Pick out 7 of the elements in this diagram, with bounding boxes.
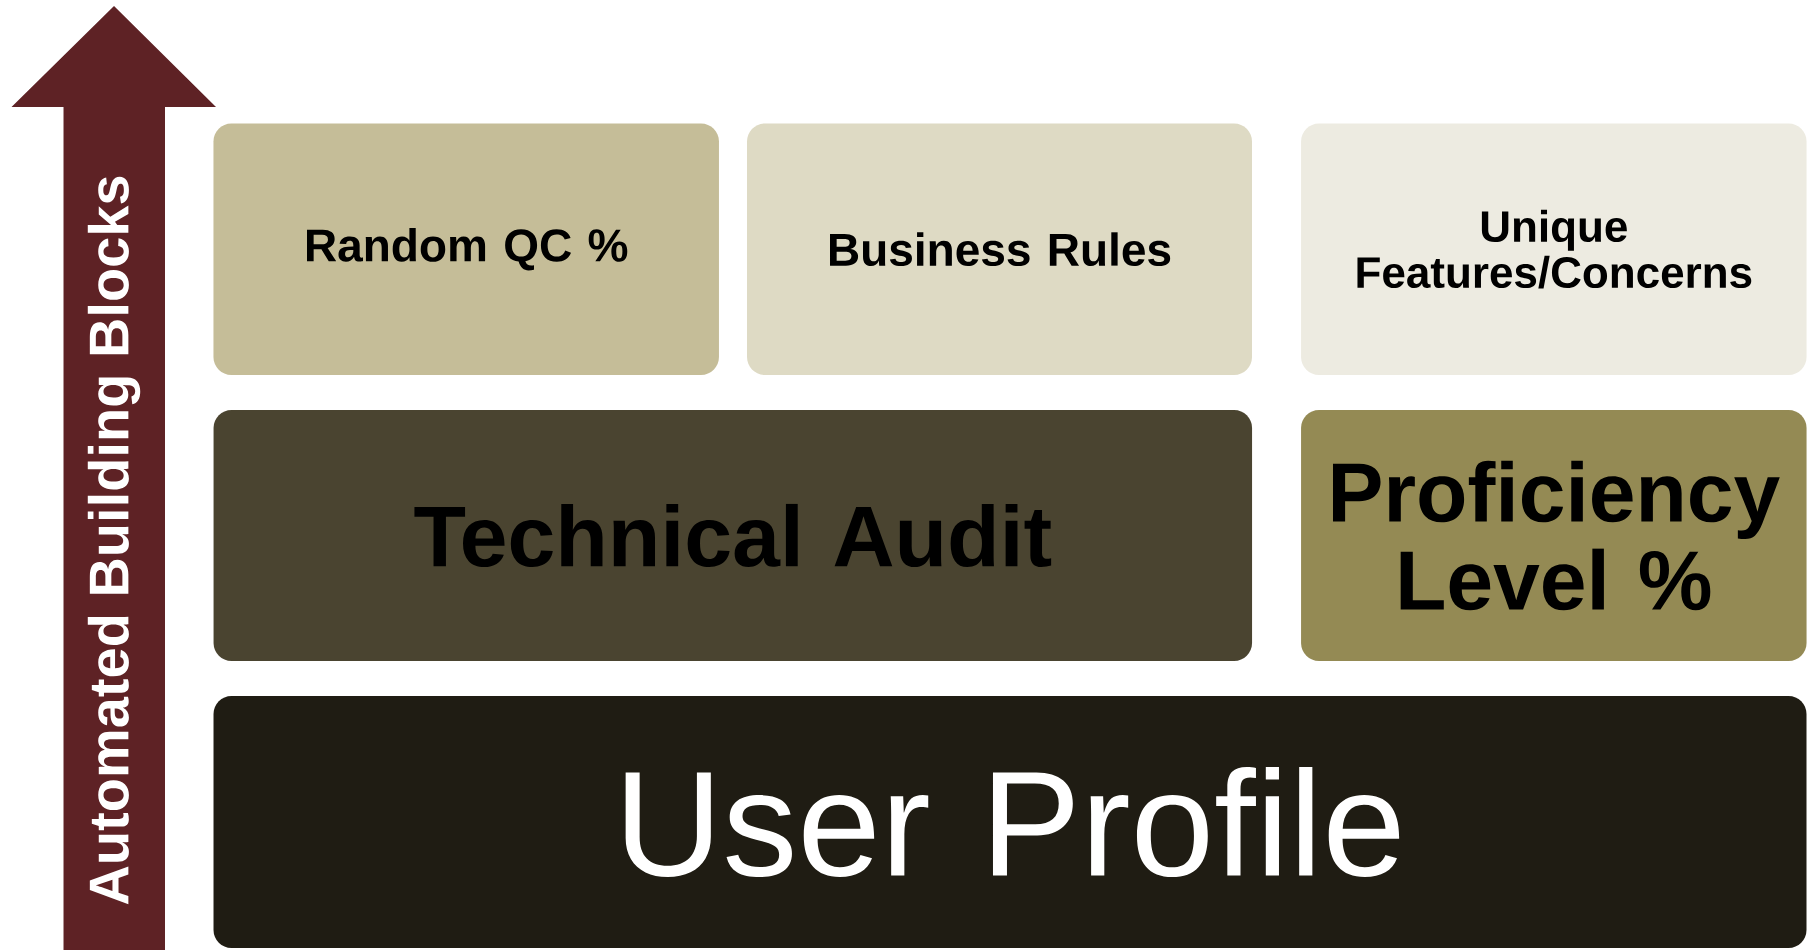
block-box: Unique Features/Concerns [1301,123,1807,375]
arrow-banner: Automated Building Blocks [11,6,216,950]
block-box: Proficiency Level % [1301,410,1807,661]
block-box: User Profile [213,696,1807,948]
block-box: Business Rules [747,123,1252,375]
block-box: Random QC % [213,123,719,375]
block-box: Technical Audit [213,410,1253,661]
